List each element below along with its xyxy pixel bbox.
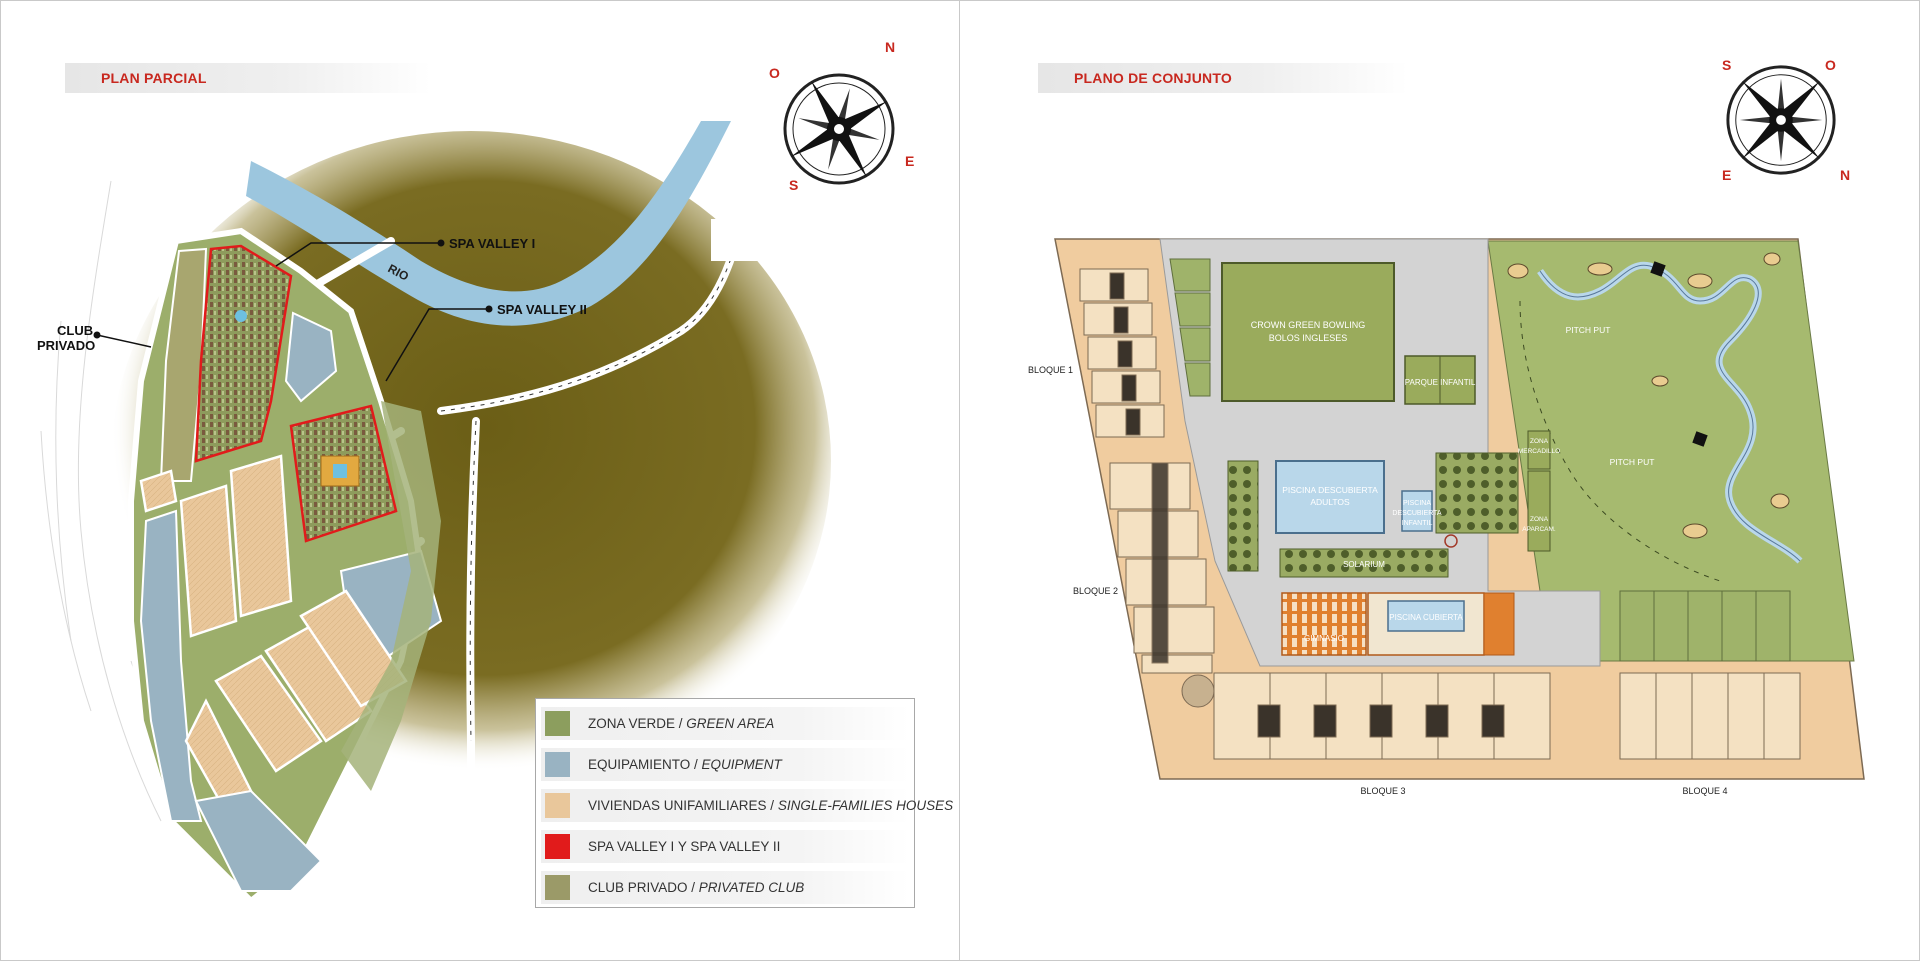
legend-swatch-olive bbox=[545, 875, 570, 900]
kids-pool bbox=[1401, 490, 1433, 532]
adult-pool bbox=[1275, 460, 1385, 534]
site-plan: CROWN GREEN BOWLING BOLOS INGLESES PARQU… bbox=[1028, 238, 1865, 796]
legend-label-en: EQUIPMENT bbox=[701, 757, 782, 772]
label-club-line1: CLUB bbox=[57, 323, 93, 338]
label-pitch-1: PITCH PUT bbox=[1566, 325, 1611, 335]
map-legend: ZONA VERDE / GREEN AREA EQUIPAMIENTO / E… bbox=[535, 698, 953, 908]
bunkers bbox=[1507, 252, 1790, 539]
legend-label-es: SPA VALLEY I Y SPA VALLEY II bbox=[588, 839, 781, 854]
equipment-block bbox=[284, 311, 338, 403]
green-belt bbox=[341, 401, 441, 791]
legend-swatch-blue bbox=[545, 752, 570, 777]
label-spa-valley-1: SPA VALLEY I bbox=[449, 236, 535, 251]
equipment-south bbox=[194, 789, 323, 892]
legend-label-es: CLUB PRIVADO / bbox=[588, 880, 699, 895]
compass-north: N bbox=[885, 39, 896, 55]
legend-spa: SPA VALLEY I Y SPA VALLEY II bbox=[541, 830, 909, 863]
tree-column-west bbox=[1227, 460, 1259, 572]
river bbox=[246, 121, 731, 326]
housing-plots bbox=[139, 454, 408, 824]
label-bloque-1: BLOQUE 1 bbox=[1028, 365, 1073, 375]
road-markings bbox=[440, 220, 742, 742]
label-zona-mercadillo-a: ZONA bbox=[1530, 438, 1549, 445]
club-privado-zone bbox=[159, 247, 208, 482]
bloque-1-houses bbox=[1079, 268, 1165, 438]
label-bowling-1: CROWN GREEN BOWLING bbox=[1251, 320, 1366, 330]
label-bloque-4: BLOQUE 4 bbox=[1682, 786, 1727, 796]
master-plan-map: SPA VALLEY I SPA VALLEY II CLUB PRIVADO … bbox=[37, 121, 831, 906]
compass-north: N bbox=[1840, 167, 1851, 183]
plano-conjunto-page: PLANO DE CONJUNTO S O E N bbox=[959, 0, 1920, 961]
legend-label-es: VIVIENDAS UNIFAMILIARES / bbox=[588, 798, 778, 813]
bloque-2-houses bbox=[1109, 462, 1215, 674]
legend-swatch-red bbox=[545, 834, 570, 859]
legend-swatch-tan bbox=[545, 793, 570, 818]
label-zona-mercadillo-b: MERCADILLO bbox=[1518, 448, 1560, 455]
compass-south: S bbox=[1722, 57, 1732, 73]
tree-grid-east bbox=[1435, 452, 1519, 534]
label-parque: PARQUE INFANTIL bbox=[1405, 378, 1476, 387]
market-zone bbox=[1527, 470, 1551, 552]
label-cubierta: PISCINA CUBIERTA bbox=[1389, 613, 1463, 622]
label-club-line2: PRIVADO bbox=[37, 338, 95, 353]
legend-green-area: ZONA VERDE / GREEN AREA bbox=[541, 707, 909, 740]
page-title: PLANO DE CONJUNTO bbox=[1038, 63, 1408, 93]
label-piscina-2a: PISCINA bbox=[1403, 500, 1431, 507]
legend-label-en: GREEN AREA bbox=[686, 716, 775, 731]
compass-west: O bbox=[769, 65, 780, 81]
label-solarium: SOLARIUM bbox=[1343, 560, 1385, 569]
legend-label-en: SINGLE-FAMILIES HOUSES bbox=[777, 798, 954, 813]
legend-swatch-green bbox=[545, 711, 570, 736]
parking-zone bbox=[1527, 430, 1551, 470]
label-zona-aparc-b: APARCAM. bbox=[1522, 526, 1556, 533]
label-piscina-2c: INFANTIL bbox=[1402, 520, 1433, 527]
compass-south: S bbox=[789, 177, 799, 193]
indoor-pool bbox=[1387, 600, 1465, 632]
label-spa-valley-2: SPA VALLEY II bbox=[497, 302, 587, 317]
label-piscina-1a: PISCINA DESCUBIERTA bbox=[1282, 485, 1378, 495]
spa-valley-1-zone bbox=[194, 244, 293, 463]
callout-lines bbox=[96, 242, 489, 382]
label-zona-aparc-a: ZONA bbox=[1530, 516, 1549, 523]
label-gimnasio: GIMNASIO bbox=[1304, 634, 1344, 643]
compass-west: O bbox=[1825, 57, 1836, 73]
compass-icon bbox=[783, 73, 895, 185]
label-bloque-2: BLOQUE 2 bbox=[1073, 586, 1118, 596]
compass-icon bbox=[1726, 65, 1836, 175]
solarium bbox=[1279, 548, 1449, 578]
green-lots bbox=[1619, 590, 1791, 662]
compass-east: E bbox=[1722, 167, 1732, 183]
bloque-4-houses bbox=[1619, 672, 1801, 760]
legend-label-es: EQUIPAMIENTO / bbox=[588, 757, 702, 772]
legend-label-en: PRIVATED CLUB bbox=[698, 880, 805, 895]
legend-label-es: ZONA VERDE / bbox=[588, 716, 687, 731]
label-bloque-3: BLOQUE 3 bbox=[1360, 786, 1405, 796]
legend-equipment: EQUIPAMIENTO / EQUIPMENT bbox=[541, 748, 909, 781]
bloque-3-houses bbox=[1213, 672, 1551, 760]
label-piscina-1b: ADULTOS bbox=[1310, 497, 1350, 507]
plan-parcial-page: PLAN PARCIAL N O E S bbox=[0, 0, 960, 961]
blank-patch bbox=[711, 219, 781, 261]
label-bowling-2: BOLOS INGLESES bbox=[1269, 333, 1348, 343]
page-title: PLAN PARCIAL bbox=[65, 63, 431, 93]
label-pitch-2: PITCH PUT bbox=[1610, 457, 1655, 467]
compass-east: E bbox=[905, 153, 915, 169]
legend-club: CLUB PRIVADO / PRIVATED CLUB bbox=[541, 871, 909, 904]
gym bbox=[1281, 592, 1367, 656]
legend-houses: VIVIENDAS UNIFAMILIARES / SINGLE-FAMILIE… bbox=[541, 789, 953, 822]
bowling-green bbox=[1221, 262, 1395, 402]
label-piscina-2b: DESCUBIERTA bbox=[1392, 510, 1441, 517]
